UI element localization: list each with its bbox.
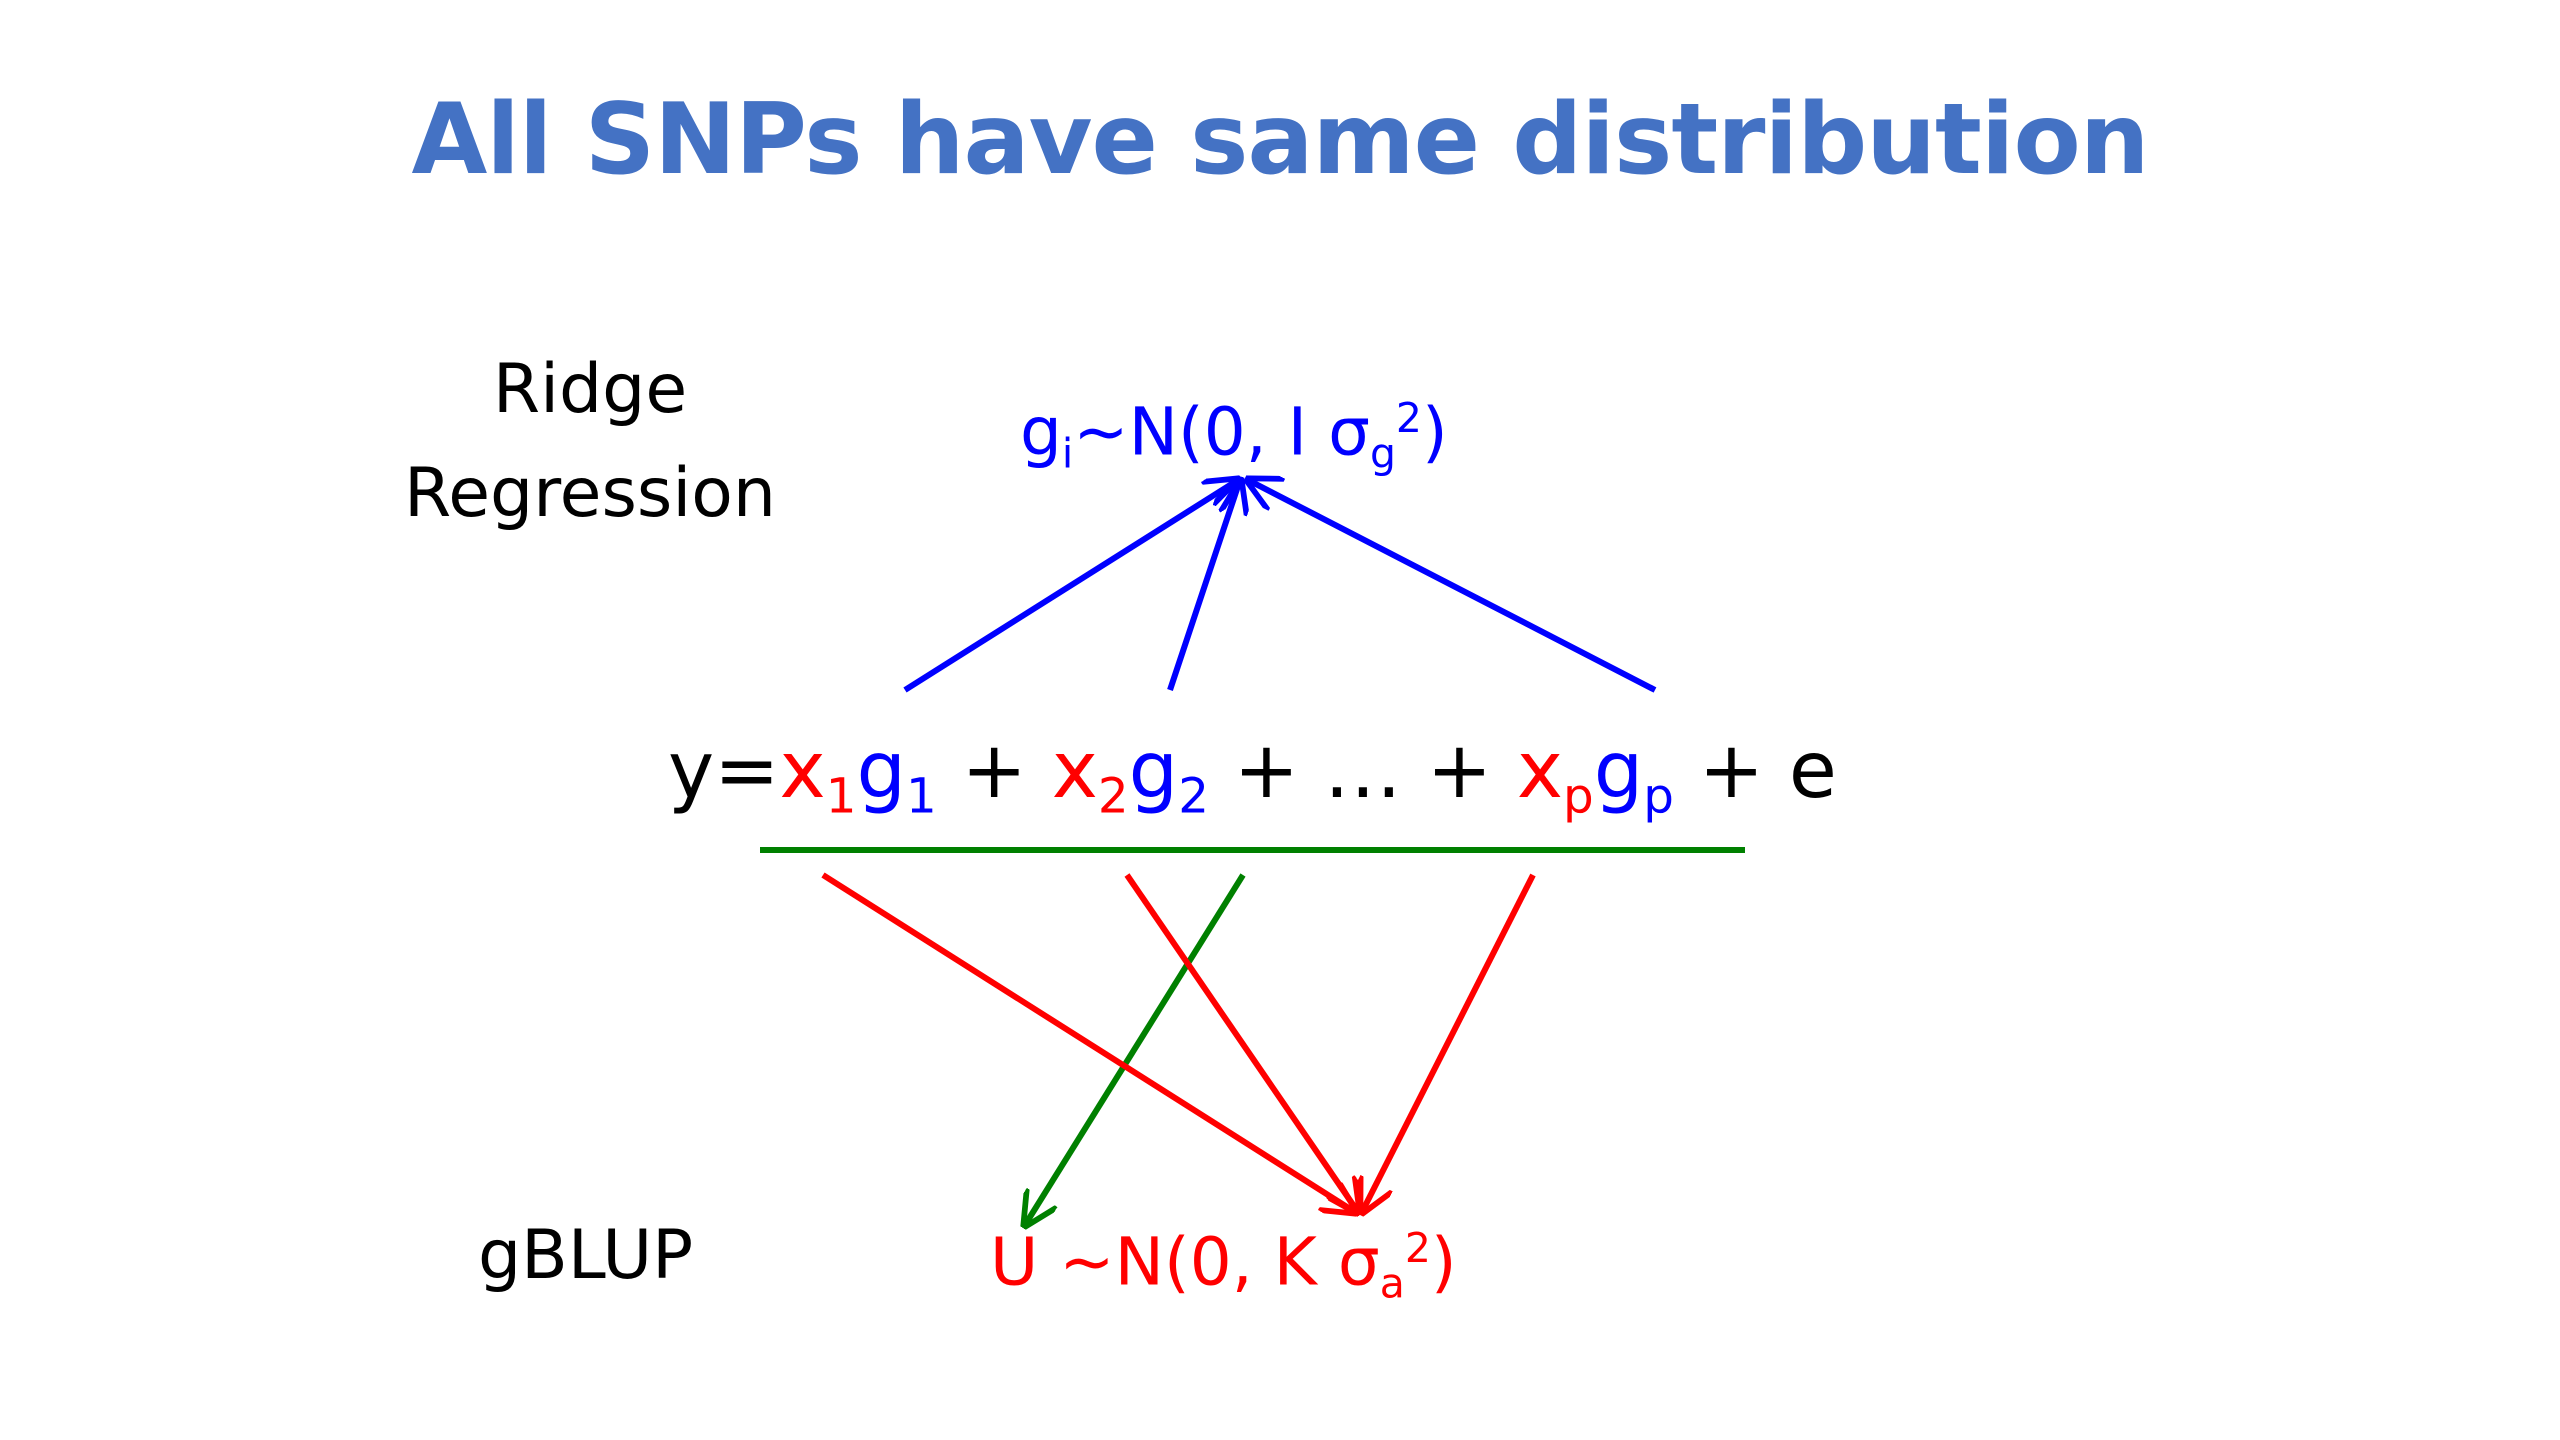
x1-term: x [779,726,826,816]
x1-subscript: 1 [825,768,857,825]
gi-normal-text: ~N(0, I σ [1073,393,1370,471]
error-term: + e [1673,726,1837,816]
gp-term: g [1593,726,1644,816]
red-arrow-x2-to-k [1124,873,1358,1212]
red-arrow-xp-to-k [1362,873,1536,1212]
u-close-paren: ) [1430,1223,1457,1301]
g2-term: g [1128,726,1179,816]
blue-arrow-right [1248,480,1657,693]
plus-sign-1: + [936,726,1052,816]
gi-sigma-superscript: 2 [1395,394,1422,442]
g1-subscript: 1 [905,768,937,825]
gi-subscript: i [1061,429,1074,478]
gi-prior-formula: gi~N(0, I σg2) [1020,398,1448,475]
ridge-regression-label: Ridge Regression [404,350,776,533]
x2-subscript: 2 [1097,768,1129,825]
xp-term: x [1516,726,1564,816]
green-arrow-to-u [1025,873,1246,1225]
u-sigma-subscript: a [1379,1259,1405,1308]
x2-term: x [1051,726,1098,816]
plus-ellipsis: + … + [1208,726,1517,816]
u-symbol: U [990,1223,1039,1301]
y-equals: y= [668,726,780,816]
u-prior-formula: U ~N(0, K σa2) [990,1228,1457,1305]
u-sigma-superscript: 2 [1404,1224,1431,1272]
g1-term: g [856,726,906,816]
gi-symbol: g [1020,393,1062,471]
gi-close-paren: ) [1421,393,1448,471]
gp-subscript: p [1643,768,1674,825]
gi-sigma-subscript: g [1369,429,1396,478]
xp-subscript: p [1563,768,1594,825]
k-sigma: K σ [1273,1223,1380,1301]
blue-arrow-middle [1167,480,1240,691]
g2-subscript: 2 [1178,768,1209,825]
gblup-label: gBLUP [478,1216,694,1295]
blue-arrow-left [903,480,1238,693]
red-arrow-x1-to-k [821,872,1355,1212]
u-normal-text: ~N(0, [1038,1223,1274,1301]
slide-title: All SNPs have same distribution [411,83,2149,197]
main-equation: y=x1g1 + x2g2 + … + xpgp + e [668,732,1837,821]
